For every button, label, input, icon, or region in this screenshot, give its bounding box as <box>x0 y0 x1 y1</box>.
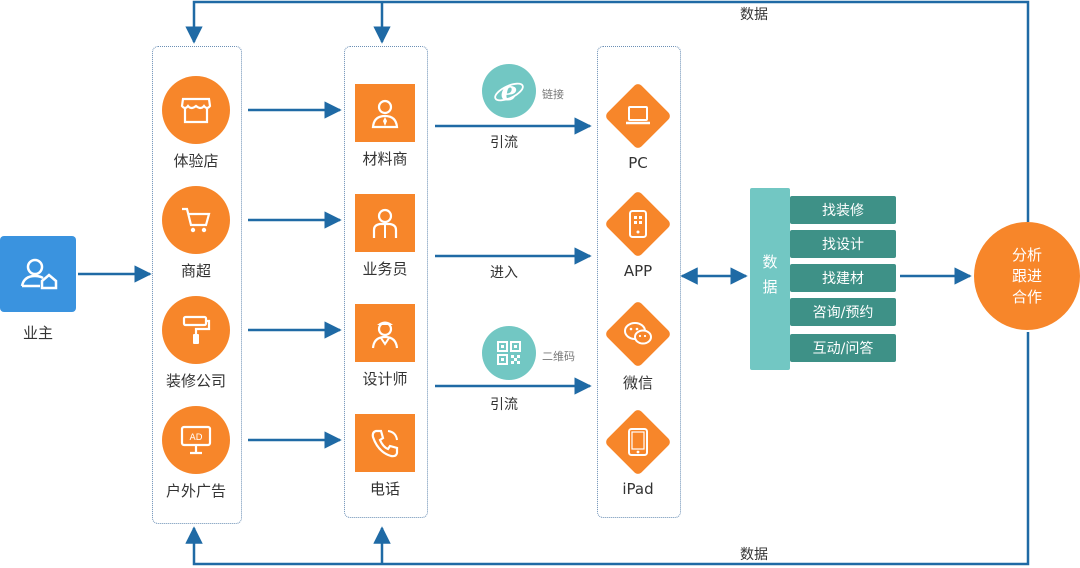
owner-home-icon <box>20 258 58 290</box>
actors-group <box>344 46 428 518</box>
analysis-line: 跟进 <box>1011 266 1042 285</box>
platforms-group <box>597 46 681 518</box>
actor-label: 设计师 <box>362 370 408 388</box>
qr-badge: 二维码 <box>542 350 575 363</box>
billboard-ad-text: AD <box>189 433 202 443</box>
channel-node-market <box>162 186 230 254</box>
channels-group <box>152 46 242 524</box>
platform-label: PC <box>628 154 648 172</box>
enter-edge-label: 进入 <box>490 265 518 281</box>
data-tag: 找设计 <box>790 230 896 258</box>
svg-text:e: e <box>501 77 518 107</box>
data-tag: 找装修 <box>790 196 896 224</box>
actor-label: 电话 <box>369 480 400 498</box>
billboard-icon: AD <box>180 425 212 455</box>
feedback-top-label: 数据 <box>740 7 768 23</box>
actor-node-designer <box>355 304 415 362</box>
channel-node-store <box>162 76 230 144</box>
storefront-icon <box>180 97 212 124</box>
feedback-top-line <box>185 0 1030 222</box>
data-hub-label: 数据 <box>760 254 779 304</box>
laptop-icon <box>614 92 662 140</box>
platform-label: iPad <box>622 480 654 498</box>
qr-edge-label: 引流 <box>490 397 518 413</box>
actor-label: 材料商 <box>362 150 408 168</box>
data-tag: 找建材 <box>790 264 896 292</box>
link-edge-label: 引流 <box>490 135 518 151</box>
ie-browser-icon: e <box>482 64 536 118</box>
feedback-bottom-line <box>185 332 1030 566</box>
channel-label: 商超 <box>180 262 211 280</box>
data-hub: 数据 <box>750 188 790 370</box>
channel-label: 装修公司 <box>165 372 226 390</box>
qr-code-icon <box>482 326 536 380</box>
analysis-line: 合作 <box>1011 287 1042 306</box>
phone-icon <box>371 429 399 458</box>
mobile-app-icon <box>614 200 662 248</box>
channel-node-decoration <box>162 296 230 364</box>
link-badge: 链接 <box>542 88 564 101</box>
user-tie-icon <box>371 99 399 129</box>
paint-roller-icon <box>182 315 211 344</box>
platform-label: 微信 <box>622 374 653 392</box>
channel-node-outdoor-ad: AD <box>162 406 230 474</box>
shopping-cart-icon <box>182 207 211 233</box>
tablet-icon <box>614 418 662 466</box>
owner-node <box>0 236 76 312</box>
analysis-line: 分析 <box>1011 245 1042 264</box>
actor-node-supplier <box>355 84 415 142</box>
salesperson-icon <box>372 208 398 238</box>
owner-label: 业主 <box>22 324 53 342</box>
data-tag: 咨询/预约 <box>790 298 896 326</box>
actor-node-salesperson <box>355 194 415 252</box>
analysis-node: 分析 跟进 合作 <box>974 222 1080 330</box>
channel-label: 户外广告 <box>165 482 226 500</box>
channel-label: 体验店 <box>173 152 219 170</box>
platform-label: APP <box>623 262 653 280</box>
data-tag: 互动/问答 <box>790 334 896 362</box>
actor-node-phone <box>355 414 415 472</box>
actor-label: 业务员 <box>362 260 408 278</box>
designer-icon <box>371 321 399 349</box>
wechat-icon <box>614 310 662 358</box>
feedback-bottom-label: 数据 <box>740 547 768 563</box>
